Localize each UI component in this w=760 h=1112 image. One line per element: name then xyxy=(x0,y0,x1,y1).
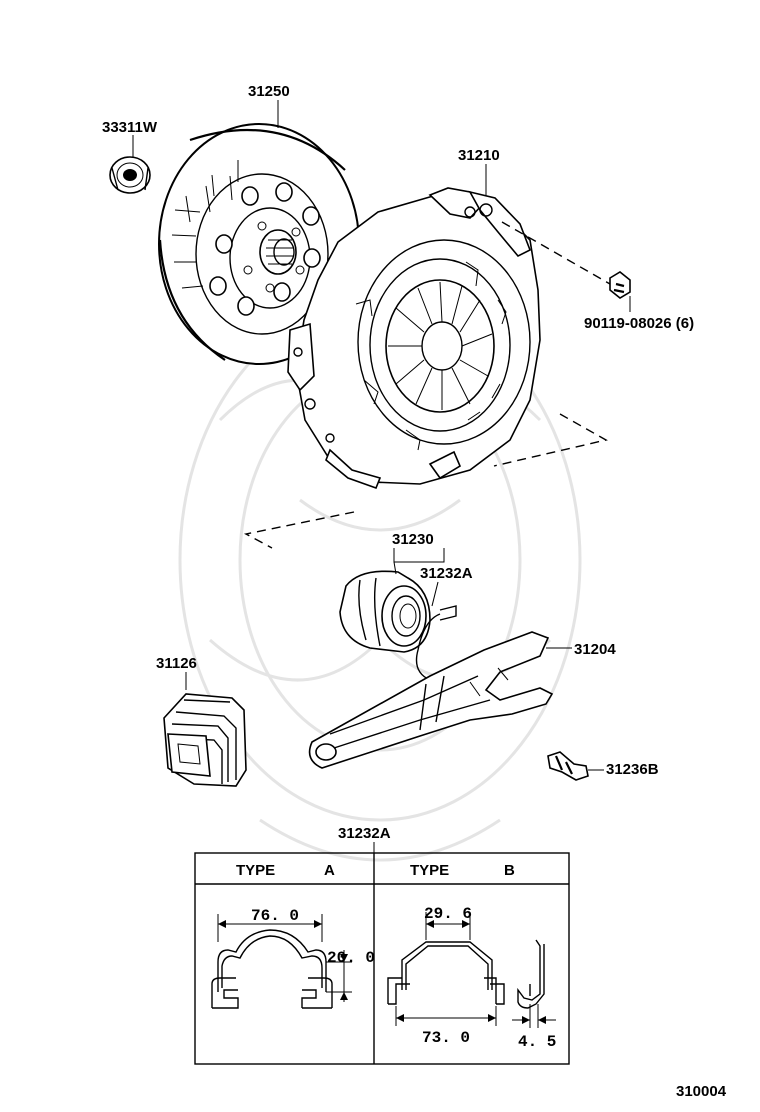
bolt-drawing xyxy=(609,271,631,299)
release-fork-drawing xyxy=(308,631,554,769)
type-b-letter: B xyxy=(504,862,515,879)
assembly-dashed-line-cover xyxy=(493,413,608,467)
figure-number: 310004 xyxy=(676,1083,727,1100)
label-33311w: 33311W xyxy=(102,119,158,136)
pivot-stud-drawing xyxy=(547,751,589,781)
type-a-letter: A xyxy=(324,862,335,879)
release-bearing-hub-drawing xyxy=(339,570,431,653)
type-a-label: TYPE xyxy=(236,862,275,879)
boot-drawing xyxy=(163,693,247,787)
label-90119-08026: 90119-08026 (6) xyxy=(584,315,694,332)
label-31210: 31210 xyxy=(458,147,500,164)
type-b-bottom-dim: 73. 0 xyxy=(422,1029,470,1047)
assembly-dashed-line-bolt xyxy=(501,221,611,285)
type-b-top-dim: 29. 6 xyxy=(424,905,472,923)
label-31126: 31126 xyxy=(156,655,197,672)
label-31250: 31250 xyxy=(248,83,290,100)
label-31232a-detail: 31232A xyxy=(338,825,391,842)
assembly-dashed-line-bearing xyxy=(243,511,355,549)
type-a-height-dim: 20. 0 xyxy=(327,949,375,967)
label-31236b: 31236B xyxy=(606,761,659,778)
clip-type-table xyxy=(194,852,570,1065)
type-a-width-dim: 76. 0 xyxy=(251,907,299,925)
hub-clip-drawing xyxy=(415,605,457,681)
type-b-label: TYPE xyxy=(410,862,449,879)
label-31204: 31204 xyxy=(574,641,616,658)
pilot-bearing-drawing xyxy=(109,156,151,194)
type-b-gap-dim: 4. 5 xyxy=(518,1033,556,1051)
label-31230: 31230 xyxy=(392,531,434,548)
clutch-cover-drawing xyxy=(287,187,541,490)
type-a-clip-drawing xyxy=(211,914,352,1009)
type-b-clip-drawing xyxy=(387,912,556,1028)
label-31232a-top: 31232A xyxy=(420,565,473,582)
